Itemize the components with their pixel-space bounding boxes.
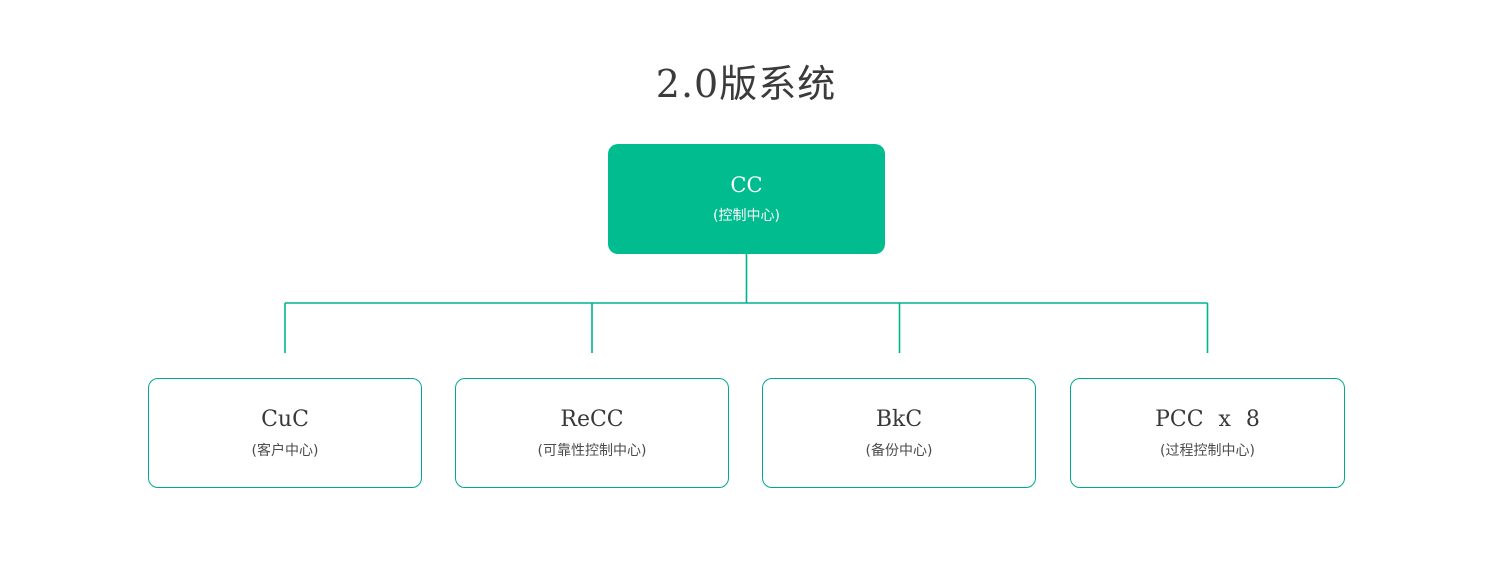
node-cc-title: CC — [730, 173, 763, 197]
node-cc-subtitle: (控制中心) — [713, 208, 780, 224]
diagram-title: 2.0版系统 — [655, 62, 837, 106]
node-cuc-subtitle: (客户中心) — [251, 442, 319, 459]
node-bkc[interactable]: BkC (备份中心) — [762, 378, 1036, 488]
node-recc[interactable]: ReCC (可靠性控制中心) — [455, 378, 729, 488]
node-pcc-title: PCC x 8 — [1155, 406, 1260, 432]
node-pcc-subtitle: (过程控制中心) — [1160, 442, 1255, 459]
node-bkc-subtitle: (备份中心) — [865, 442, 933, 459]
node-bkc-title: BkC — [875, 406, 923, 432]
node-recc-subtitle: (可靠性控制中心) — [537, 442, 647, 459]
node-cc[interactable]: CC (控制中心) — [608, 144, 885, 254]
node-cuc[interactable]: CuC (客户中心) — [148, 378, 422, 488]
node-cuc-title: CuC — [261, 406, 309, 432]
node-recc-title: ReCC — [560, 406, 624, 432]
node-pcc[interactable]: PCC x 8 (过程控制中心) — [1070, 378, 1345, 488]
